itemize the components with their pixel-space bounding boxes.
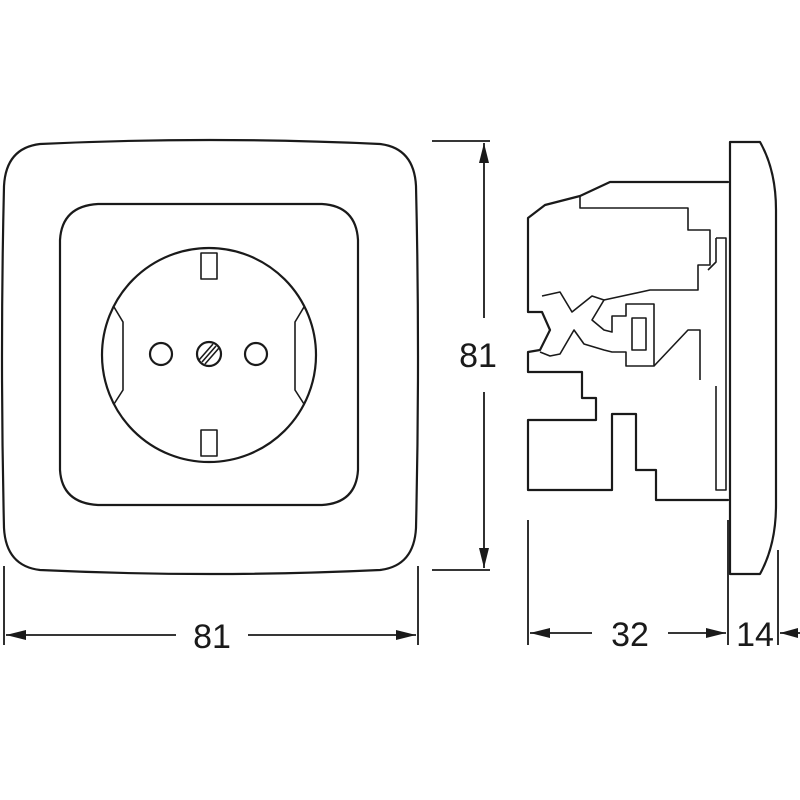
bottom-earthing-contact bbox=[200, 429, 218, 457]
side-socket-body bbox=[526, 180, 730, 502]
inner-plate-outline bbox=[58, 202, 360, 507]
plate-thickness-label: 14 bbox=[736, 616, 774, 654]
side-depth-label: 32 bbox=[611, 616, 649, 654]
left-pin-hole bbox=[148, 341, 174, 367]
side-inner-step bbox=[579, 196, 711, 301]
dimension-lines bbox=[3, 140, 800, 645]
top-earthing-contact bbox=[200, 252, 218, 280]
left-earthing-clip bbox=[113, 306, 124, 405]
side-lower-inner bbox=[653, 329, 701, 380]
right-pin-hole bbox=[243, 341, 269, 367]
socket-recess bbox=[100, 246, 318, 464]
terminal-screw-block bbox=[631, 317, 647, 351]
terminal-clamp bbox=[539, 291, 655, 367]
cover-plate-outline bbox=[0, 138, 420, 576]
front-view bbox=[0, 138, 420, 576]
side-lug-notch bbox=[707, 238, 717, 271]
center-screw-icon bbox=[195, 340, 223, 368]
right-earthing-clip bbox=[294, 306, 305, 405]
front-height-label: 81 bbox=[459, 337, 497, 375]
side-cover-plate bbox=[728, 140, 778, 576]
side-mounting-lug bbox=[715, 237, 727, 491]
front-width-label: 81 bbox=[193, 618, 231, 656]
side-view bbox=[526, 140, 778, 576]
